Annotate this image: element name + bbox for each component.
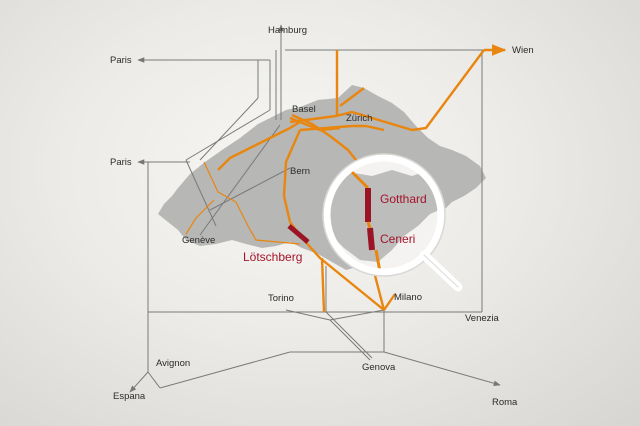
city-genova: Genova: [362, 362, 396, 373]
label-gotthard: Gotthard: [380, 192, 427, 206]
lotschberg-tunnel: [287, 224, 310, 244]
city-milano: Milano: [394, 292, 422, 303]
label-lotschberg: Lötschberg: [243, 250, 302, 264]
grey-lines: [129, 24, 506, 393]
thin-orange-routes: [185, 161, 301, 245]
city-bern: Bern: [290, 166, 310, 177]
ceneri-tunnel: [367, 227, 375, 251]
city-avignon: Avignon: [156, 358, 190, 369]
city-espana: Espana: [113, 391, 146, 402]
city-venezia: Venezia: [465, 313, 500, 324]
city-geneve: Genève: [182, 235, 215, 246]
magnifier-icon: [322, 153, 463, 292]
city-wien: Wien: [512, 45, 534, 56]
city-basel: Basel: [292, 104, 316, 115]
city-torino: Torino: [268, 293, 294, 304]
label-ceneri: Ceneri: [380, 232, 415, 246]
city-zurich: Zürich: [346, 113, 372, 124]
city-roma: Roma: [492, 397, 518, 408]
city-hamburg: Hamburg: [268, 25, 307, 36]
city-paris-mid: Paris: [110, 157, 132, 168]
city-paris-top: Paris: [110, 55, 132, 66]
